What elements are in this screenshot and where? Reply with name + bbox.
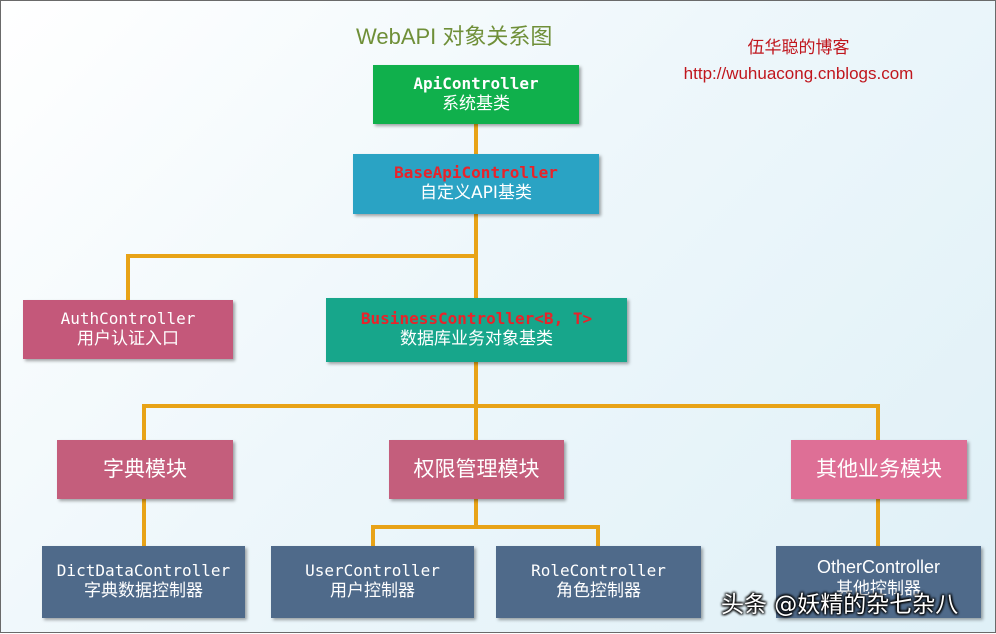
node-desc: 字典数据控制器 [84, 581, 203, 602]
node-desc: 用户控制器 [330, 581, 415, 602]
node-label: 字典模块 [103, 457, 187, 482]
node-name: DictDataController [56, 561, 231, 581]
node-api-controller: ApiController 系统基类 [373, 65, 579, 124]
connector-base-to-auth [126, 254, 476, 300]
connector-permission-to-leaves [371, 525, 600, 546]
node-desc: 其他控制器 [836, 578, 921, 599]
node-desc: 系统基类 [442, 93, 510, 114]
node-desc: 角色控制器 [556, 581, 641, 602]
node-desc: 数据库业务对象基类 [400, 329, 553, 350]
node-auth-controller: AuthController 用户认证入口 [23, 300, 233, 359]
node-dict-module: 字典模块 [57, 440, 233, 499]
blog-name: 伍华聪的博客 [747, 38, 850, 57]
diagram-title: WebAPI 对象关系图 [356, 24, 553, 49]
node-dictdata-controller: DictDataController 字典数据控制器 [42, 546, 245, 618]
node-label: 权限管理模块 [413, 457, 540, 482]
node-name: AuthController [60, 308, 196, 328]
node-other-controller: OtherController 其他控制器 [776, 546, 981, 618]
node-user-controller: UserController 用户控制器 [271, 546, 474, 618]
node-other-module: 其他业务模块 [791, 440, 967, 499]
node-label: 其他业务模块 [816, 457, 942, 482]
node-name: ApiController [413, 73, 539, 93]
node-desc: 自定义API基类 [420, 183, 532, 204]
node-desc: 用户认证入口 [77, 328, 179, 349]
node-name: BaseApiController [394, 163, 558, 183]
node-name: UserController [305, 561, 440, 581]
node-name: BusinessController<B, T> [360, 309, 593, 329]
node-name: OtherController [816, 557, 941, 577]
connector-modules-bus [142, 404, 880, 440]
node-role-controller: RoleController 角色控制器 [496, 546, 701, 618]
node-permission-module: 权限管理模块 [389, 440, 564, 499]
blog-url: http://wuhuacong.cnblogs.com [683, 63, 914, 83]
watermark: 头条 @妖精的杂七杂八 [721, 592, 959, 618]
blog-credit: 伍华聪的博客 http://wuhuacong.cnblogs.com [661, 35, 936, 86]
node-business-controller: BusinessController<B, T> 数据库业务对象基类 [326, 298, 627, 362]
node-name: RoleController [531, 561, 666, 581]
node-base-api-controller: BaseApiController 自定义API基类 [353, 154, 599, 214]
